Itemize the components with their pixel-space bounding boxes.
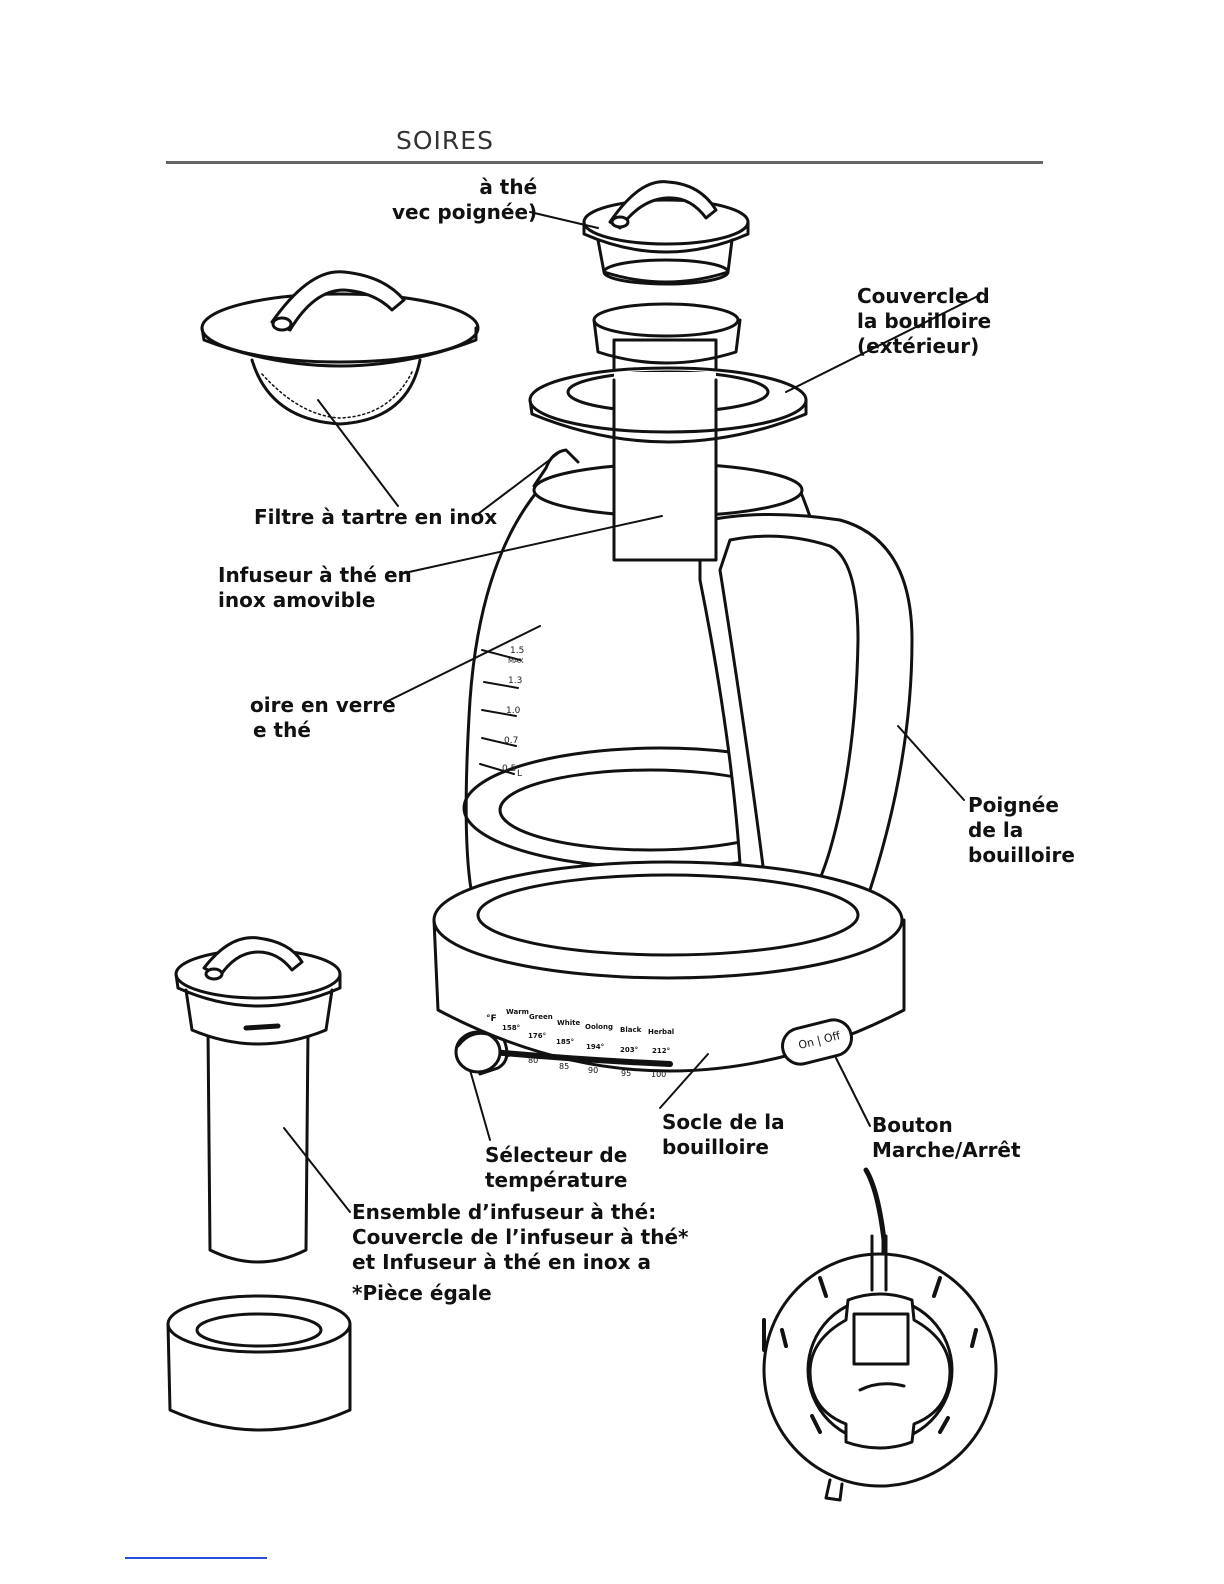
infuser-assembly-drawing (174, 936, 342, 1264)
switch-off-label: Off (822, 1029, 842, 1046)
temp-f-194: 194° (586, 1043, 605, 1051)
label-line: la bouilloire (857, 309, 992, 333)
label-line: Couvercle de l’infuseur à thé* (352, 1225, 689, 1249)
cup-stand-drawing (166, 1294, 352, 1432)
base-bottom-drawing (762, 1167, 998, 1502)
label-line: inox amovible (218, 588, 376, 612)
temp-f-203: 203° (620, 1046, 639, 1054)
footer-link-underline[interactable] (125, 1557, 267, 1559)
filter-drawing (200, 270, 480, 426)
tea-green: Green (529, 1013, 553, 1021)
leader-lines (283, 211, 979, 1213)
temp-f-158: 158° (502, 1024, 521, 1032)
label-line: Poignée (968, 793, 1059, 817)
label-filter: Filtre à tartre en inox (254, 505, 497, 530)
label-line: Marche/Arrêt (872, 1138, 1021, 1162)
label-line: Couvercle d (857, 284, 990, 308)
label-line: Infuseur à thé en (218, 563, 412, 587)
kettle-body-drawing (462, 448, 914, 952)
temp-f-212: 212° (652, 1047, 671, 1055)
label-line: et Infuseur à thé en inox a (352, 1250, 651, 1274)
tea-black: Black (620, 1026, 642, 1034)
label-line: Filtre à tartre en inox (254, 505, 498, 529)
label-line: (extérieur) (857, 334, 980, 358)
label-line: température (485, 1168, 628, 1192)
page-title: SOIRES (396, 126, 494, 155)
label-base: Socle de la bouilloire (662, 1110, 785, 1160)
mark-1-3: 1.3 (508, 676, 523, 686)
label-line: bouilloire (968, 843, 1075, 867)
temp-f-185: 185° (556, 1038, 575, 1046)
tea-warm: Warm (506, 1008, 529, 1016)
temp-c-0: 0 (506, 1050, 512, 1059)
label-line: Bouton (872, 1113, 953, 1137)
label-line: Socle de la (662, 1110, 785, 1134)
temp-f-176: 176° (528, 1032, 547, 1040)
mark-1-5: 1.5 (510, 646, 525, 656)
label-glass-kettle: oire en verre e thé (250, 693, 396, 743)
temp-c-90: 90 (588, 1066, 599, 1075)
header-rule (166, 161, 1043, 164)
tea-oolong: Oolong (585, 1023, 613, 1031)
label-infuser-assembly: Ensemble d’infuseur à thé: Couvercle de … (352, 1200, 689, 1275)
infuser-cap-drawing (582, 180, 750, 286)
label-infuser: Infuseur à thé en inox amovible (218, 563, 412, 613)
tea-herbal: Herbal (648, 1028, 675, 1036)
mark-0-5: 0.5 (502, 764, 517, 774)
temp-c-95: 95 (621, 1069, 632, 1078)
label-line: vec poignée) (392, 200, 538, 224)
power-switch[interactable]: On | Off (797, 1029, 841, 1052)
mark-liter: L (517, 769, 523, 779)
label-handle: Poignée de la bouilloire (968, 793, 1075, 868)
label-infuser-cap: à thé vec poignée) (392, 175, 537, 225)
mark-0-7: 0.7 (504, 736, 519, 746)
label-note: *Pièce égale (352, 1281, 492, 1306)
kettle-base-drawing (432, 860, 906, 1076)
label-line: e thé (253, 718, 311, 742)
mark-1-0: 1.0 (506, 706, 521, 716)
label-outer-lid: Couvercle d la bouilloire (extérieur) (857, 284, 991, 359)
label-line: Ensemble d’infuseur à thé: (352, 1200, 657, 1224)
mark-max: MAX (508, 657, 524, 665)
label-line: de la (968, 818, 1024, 842)
label-line: Sélecteur de (485, 1143, 628, 1167)
temp-c-85: 85 (559, 1062, 570, 1071)
temp-c-100: 100 (651, 1070, 667, 1079)
label-line: à thé (479, 175, 538, 199)
label-power-button: Bouton Marche/Arrêt (872, 1113, 1021, 1163)
label-line: *Pièce égale (352, 1281, 492, 1305)
label-line: bouilloire (662, 1135, 769, 1159)
label-temp-selector: Sélecteur de température (485, 1143, 627, 1193)
label-line: oire en verre (250, 693, 396, 717)
temp-c-80: 80 (528, 1056, 539, 1065)
unit-label: °F (486, 1014, 497, 1024)
outer-lid-drawing (528, 366, 808, 444)
tea-white: White (557, 1019, 581, 1027)
